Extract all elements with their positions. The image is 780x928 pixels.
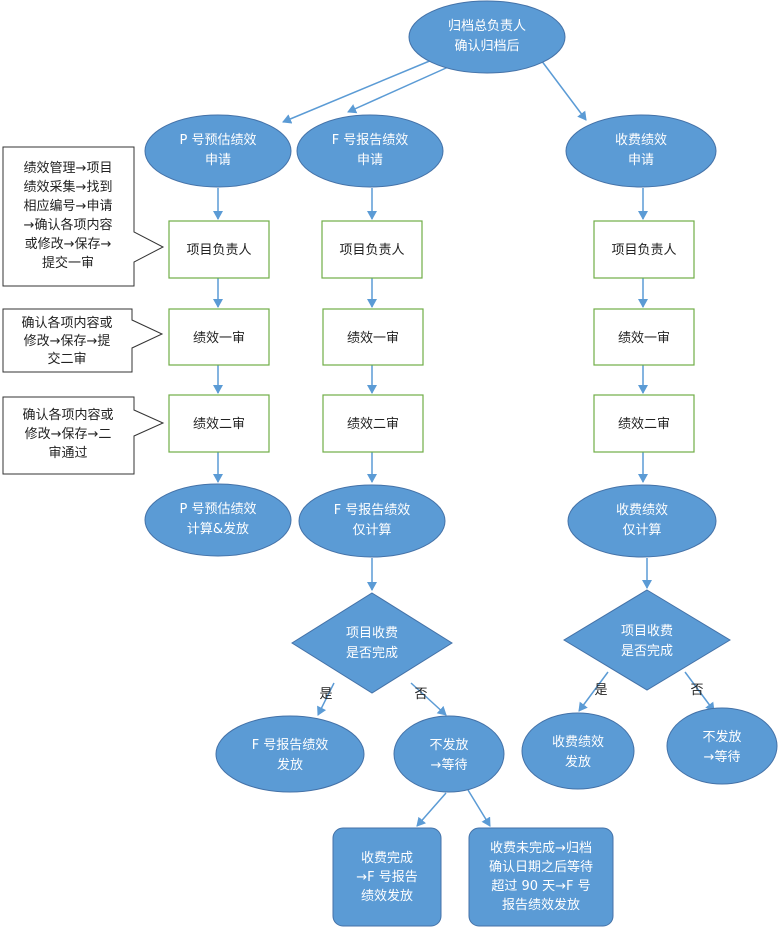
c-no-end-line-1: 不发放	[702, 729, 741, 745]
f-yes-end-ellipse: F 号报告绩效 发放	[215, 715, 365, 793]
callout-1-line-1: 绩效管理→项目	[24, 161, 113, 176]
f-wait-a-box: 收费完成 →F 号报告 绩效发放	[332, 827, 442, 927]
f-calc-line-1: F 号报告绩效	[334, 503, 411, 518]
callout-2-line-2: 修改→保存→提	[24, 333, 111, 349]
callout-3: 确认各项内容或 修改→保存→二 审通过	[2, 396, 165, 475]
arrow-f-wait-b	[467, 789, 491, 827]
f-wait-a-line-3: 绩效发放	[361, 888, 413, 904]
callout-3-line-2: 修改→保存→二	[25, 427, 112, 442]
callout-2-line-1: 确认各项内容或	[21, 315, 112, 331]
f-wait-a-line-2: →F 号报告	[356, 870, 418, 885]
callout-1-line-6: 提交一审	[42, 255, 94, 271]
p-step-2-box: 绩效一审	[168, 308, 270, 366]
c-step-1-label: 项目负责人	[611, 243, 676, 258]
f-step-3-label: 绩效二审	[347, 417, 399, 432]
f-calc-ellipse: F 号报告绩效 仅计算	[298, 484, 446, 558]
callout-3-line-3: 审通过	[48, 446, 87, 461]
f-start-line-1: F 号报告绩效	[332, 133, 409, 148]
p-end-line-2: 计算&发放	[187, 521, 249, 537]
c-calc-line-2: 仅计算	[622, 523, 661, 538]
c-yes-end-line-1: 收费绩效	[552, 735, 604, 750]
callout-1-line-2: 绩效采集→找到	[24, 179, 113, 195]
f-step-2-box: 绩效一审	[322, 308, 424, 366]
f-yes-label: 是	[319, 687, 332, 702]
arrow-c-no	[684, 671, 715, 712]
f-wait-b-line-2: 确认日期之后等待	[489, 859, 593, 875]
f-start-line-2: 申请	[357, 153, 383, 168]
c-yes-end-line-2: 发放	[565, 754, 591, 770]
f-step-2-label: 绩效一审	[347, 331, 399, 346]
top-line-1: 归档总负责人	[448, 19, 526, 34]
f-no-ellipse: 不发放 →等待	[393, 715, 505, 793]
connectors	[213, 59, 715, 827]
c-calc-ellipse: 收费绩效 仅计算	[567, 484, 717, 558]
f-wait-b-line-1: 收费未完成→归档	[490, 841, 592, 856]
f-yes-end-line-1: F 号报告绩效	[252, 738, 329, 753]
p-step-1-label: 项目负责人	[186, 243, 251, 258]
c-start-line-1: 收费绩效	[615, 133, 667, 148]
c-decision-diamond: 项目收费 是否完成	[563, 589, 731, 691]
c-no-label: 否	[690, 683, 703, 698]
p-step-3-label: 绩效二审	[193, 417, 245, 432]
c-step-3-label: 绩效二审	[618, 417, 670, 432]
p-end-line-1: P 号预估绩效	[180, 502, 257, 517]
c-no-end-line-2: →等待	[704, 749, 741, 765]
f-start-ellipse: F 号报告绩效 申请	[296, 114, 444, 188]
p-start-line-1: P 号预估绩效	[180, 133, 257, 148]
f-no-label: 否	[414, 687, 427, 702]
c-step-1-box: 项目负责人	[593, 220, 695, 279]
callout-1: 绩效管理→项目 绩效采集→找到 相应编号→申请 →确认各项内容 或修改→保存→ …	[2, 146, 165, 287]
p-end-ellipse: P 号预估绩效 计算&发放	[144, 483, 292, 557]
c-no-end-ellipse: 不发放 →等待	[666, 707, 778, 785]
c-start-ellipse: 收费绩效 申请	[565, 114, 717, 188]
p-start-ellipse: P 号预估绩效 申请	[144, 114, 292, 188]
callout-1-line-3: 相应编号→申请	[24, 198, 113, 214]
p-start-line-2: 申请	[205, 153, 231, 168]
c-step-3-box: 绩效二审	[593, 394, 695, 453]
arrow-top-to-c	[540, 59, 587, 121]
c-start-line-2: 申请	[628, 153, 654, 168]
f-no-line-1: 不发放	[429, 737, 468, 753]
f-wait-b-box: 收费未完成→归档 确认日期之后等待 超过 90 天→F 号 报告绩效发放	[468, 827, 614, 927]
arrow-f-yes	[317, 682, 335, 716]
p-step-2-label: 绩效一审	[193, 331, 245, 346]
callout-2: 确认各项内容或 修改→保存→提 交二审	[2, 308, 164, 373]
c-calc-line-1: 收费绩效	[616, 503, 668, 518]
c-step-2-box: 绩效一审	[593, 308, 695, 366]
f-wait-b-line-4: 报告绩效发放	[502, 897, 580, 913]
f-calc-line-2: 仅计算	[352, 523, 391, 538]
p-step-1-box: 项目负责人	[168, 220, 270, 279]
c-yes-end-ellipse: 收费绩效 发放	[521, 712, 635, 790]
f-wait-a-line-1: 收费完成	[361, 851, 413, 866]
f-decision-line-1: 项目收费	[346, 626, 398, 641]
f-no-line-2: →等待	[431, 757, 468, 773]
f-step-1-box: 项目负责人	[321, 220, 423, 279]
top-ellipse: 归档总负责人 确认归档后	[408, 0, 566, 74]
arrow-c-yes	[578, 671, 609, 712]
f-step-1-label: 项目负责人	[339, 243, 404, 258]
arrow-f-wait-a	[416, 792, 447, 827]
p-step-3-box: 绩效二审	[168, 394, 270, 453]
callout-2-line-3: 交二审	[47, 351, 86, 367]
f-yes-end-line-2: 发放	[277, 757, 303, 773]
c-decision-line-2: 是否完成	[621, 644, 673, 659]
f-step-3-box: 绩效二审	[322, 394, 424, 453]
arrow-top-to-p	[282, 59, 433, 124]
c-step-2-label: 绩效一审	[618, 331, 670, 346]
arrow-top-to-f	[347, 63, 456, 114]
callout-1-line-4: →确认各项内容	[24, 217, 113, 233]
c-yes-label: 是	[594, 683, 607, 698]
callout-3-line-1: 确认各项内容或	[22, 407, 113, 423]
arrow-f-no	[410, 682, 447, 716]
top-line-2: 确认归档后	[454, 39, 519, 54]
callout-1-line-5: 或修改→保存→	[25, 237, 112, 252]
f-decision-line-2: 是否完成	[346, 646, 398, 661]
c-decision-line-1: 项目收费	[621, 624, 673, 639]
f-decision-diamond: 项目收费 是否完成	[291, 592, 453, 694]
f-wait-b-line-3: 超过 90 天→F 号	[491, 879, 590, 894]
